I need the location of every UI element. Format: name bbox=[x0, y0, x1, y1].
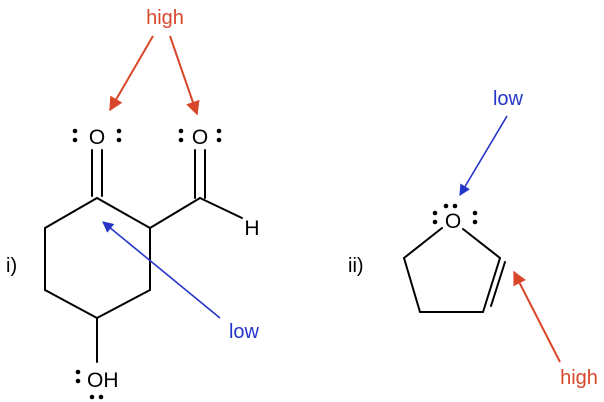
lone-pair-dot bbox=[116, 137, 122, 143]
structure-i-label: i) bbox=[6, 255, 17, 277]
structure-i: i) O bbox=[6, 7, 260, 400]
low-arrow-to-ring-oxygen bbox=[459, 115, 508, 196]
ring-oxygen-symbol: O bbox=[445, 210, 461, 233]
aldehyde-oxygen: O bbox=[178, 126, 222, 149]
low-annotation-i: low bbox=[229, 321, 260, 343]
lone-pair-dot bbox=[216, 137, 222, 143]
lone-pair-dot bbox=[98, 394, 104, 400]
lone-pair-dot bbox=[89, 394, 95, 400]
lone-pair-dot bbox=[75, 378, 81, 384]
aldehyde-hydrogen-symbol: H bbox=[244, 217, 259, 240]
lone-pair-dot bbox=[216, 128, 222, 134]
structure-ii-label: ii) bbox=[348, 255, 364, 277]
high-arrow-to-aldehyde-oxygen bbox=[169, 35, 200, 116]
hydroxyl-oxygen: OH bbox=[75, 369, 119, 400]
lone-pair-dot bbox=[443, 203, 449, 209]
lone-pair-dot bbox=[116, 128, 122, 134]
high-annotation-i: high bbox=[146, 7, 184, 29]
ketone-oxygen: O bbox=[72, 126, 122, 149]
lone-pair-dot bbox=[472, 219, 478, 225]
low-arrow-to-ketone-carbon bbox=[102, 221, 221, 319]
lone-pair-dot bbox=[452, 203, 458, 209]
low-annotation-ii: low bbox=[493, 88, 524, 110]
cyclohexane-ring bbox=[44, 197, 151, 319]
lone-pair-dot bbox=[72, 137, 78, 143]
high-annotation-ii: high bbox=[560, 367, 598, 389]
high-arrow-to-double-bond bbox=[513, 270, 561, 363]
lone-pair-dot bbox=[178, 137, 184, 143]
lone-pair-dot bbox=[72, 128, 78, 134]
lone-pair-dot bbox=[432, 210, 438, 216]
ketone-oxygen-symbol: O bbox=[89, 126, 105, 149]
ring-oxygen: O bbox=[432, 203, 478, 233]
lone-pair-dot bbox=[178, 128, 184, 134]
hydroxyl-symbol: OH bbox=[87, 369, 119, 392]
lone-pair-dot bbox=[75, 369, 81, 375]
ring-double-bond-inner bbox=[490, 261, 506, 307]
aldehyde-group bbox=[149, 149, 243, 229]
ketone-double-bond bbox=[91, 149, 103, 197]
dihydrofuran-ring bbox=[403, 227, 506, 313]
lone-pair-dot bbox=[432, 219, 438, 225]
high-arrow-to-ketone-oxygen bbox=[109, 35, 154, 112]
aldehyde-oxygen-symbol: O bbox=[192, 126, 208, 149]
structure-ii: ii) O low high bbox=[348, 88, 598, 389]
lone-pair-dot bbox=[472, 210, 478, 216]
